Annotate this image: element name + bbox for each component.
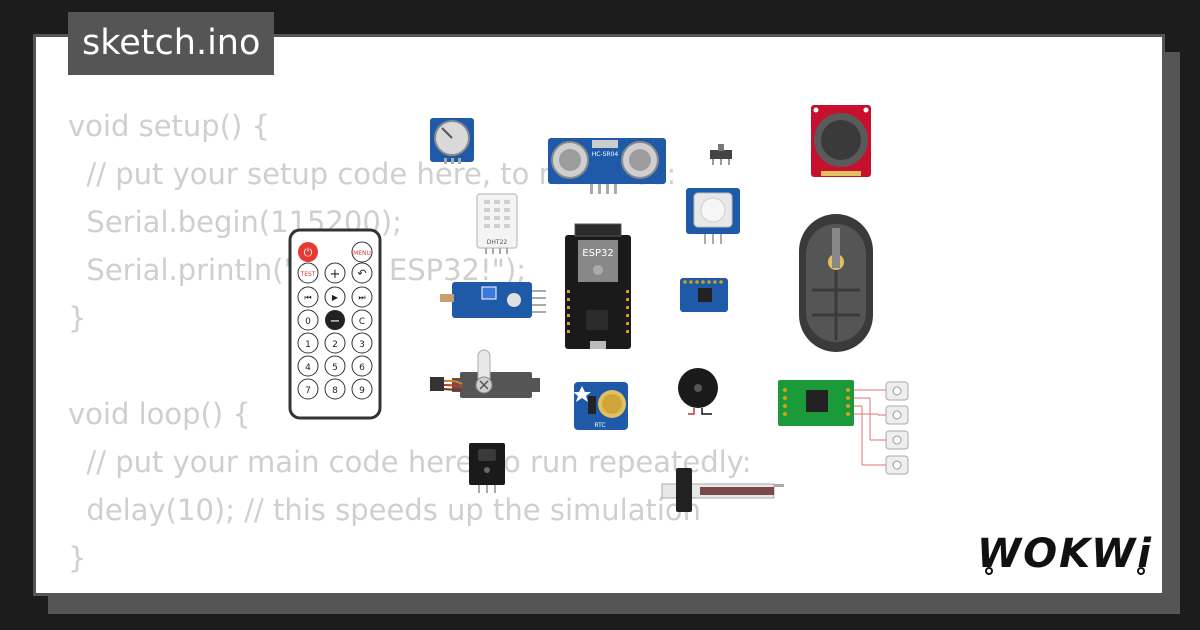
- slide-potentiometer-part: [661, 468, 784, 512]
- joystick-part: [811, 105, 871, 177]
- remote-digit-4: 4: [305, 363, 311, 373]
- file-tab[interactable]: sketch.ino: [68, 12, 275, 75]
- remote-minus-icon: −: [330, 314, 341, 329]
- remote-back-icon: ↶: [357, 267, 366, 280]
- esp32-board-part: ESP32: [565, 223, 631, 349]
- code-line: }: [68, 301, 87, 335]
- ir-remote-part: ⏻ MENU TEST + ↶ ⏮ ▶ ⏭ 0 − C 1 2 3 4 5 6 …: [288, 228, 382, 420]
- servo-motor-part: [430, 349, 540, 398]
- remote-digit-9: 9: [359, 386, 365, 396]
- potentiometer-part: [430, 118, 474, 164]
- dht22-label: DHT22: [487, 239, 508, 246]
- hx711-part: [778, 380, 909, 475]
- hcsr04-label: HC-SR04: [592, 151, 619, 158]
- remote-menu-label: MENU: [353, 250, 371, 257]
- rtc-module-part: RTC: [573, 382, 628, 430]
- ldr-module-part: [440, 282, 546, 318]
- remote-digit-3: 3: [359, 340, 365, 350]
- slide-switch-part: [710, 144, 732, 165]
- remote-clear-label: C: [359, 317, 365, 327]
- remote-digit-8: 8: [332, 386, 338, 396]
- remote-digit-5: 5: [332, 363, 338, 373]
- remote-play-icon: ▶: [332, 293, 339, 302]
- rtc-label: RTC: [594, 422, 605, 429]
- wokwi-logo: WOKWi: [977, 531, 1153, 577]
- remote-digit-0: 0: [305, 317, 311, 327]
- remote-plus-icon: +: [330, 267, 341, 282]
- remote-test-label: TEST: [300, 271, 316, 278]
- remote-digit-1: 1: [305, 340, 311, 350]
- ultrasonic-sensor-part: HC-SR04: [548, 138, 666, 194]
- code-line: void setup() {: [68, 109, 270, 143]
- code-line: // put your main code here, to run repea…: [68, 445, 752, 479]
- remote-next-icon: ⏭: [358, 293, 365, 302]
- accelerometer-part: [680, 278, 728, 312]
- remote-digit-2: 2: [332, 340, 338, 350]
- code-line: }: [68, 541, 87, 575]
- file-tab-label: sketch.ino: [82, 23, 261, 63]
- code-line: delay(10); // this speeds up the simulat…: [68, 493, 702, 527]
- remote-digit-7: 7: [305, 386, 311, 396]
- code-line: void loop() {: [68, 397, 251, 431]
- dht22-part: DHT22: [476, 193, 518, 254]
- ir-receiver-part: [469, 443, 505, 493]
- remote-digit-6: 6: [359, 363, 365, 373]
- buzzer-part: [678, 368, 718, 415]
- stepper-motor-part: [799, 214, 873, 352]
- esp32-label: ESP32: [582, 248, 613, 259]
- wokwi-logo-text: WOKWi: [977, 531, 1153, 577]
- pir-sensor-part: [686, 188, 740, 244]
- remote-prev-icon: ⏮: [304, 293, 311, 302]
- code-editor[interactable]: void setup() { // put your setup code he…: [68, 102, 752, 582]
- remote-power-icon: ⏻: [304, 246, 313, 259]
